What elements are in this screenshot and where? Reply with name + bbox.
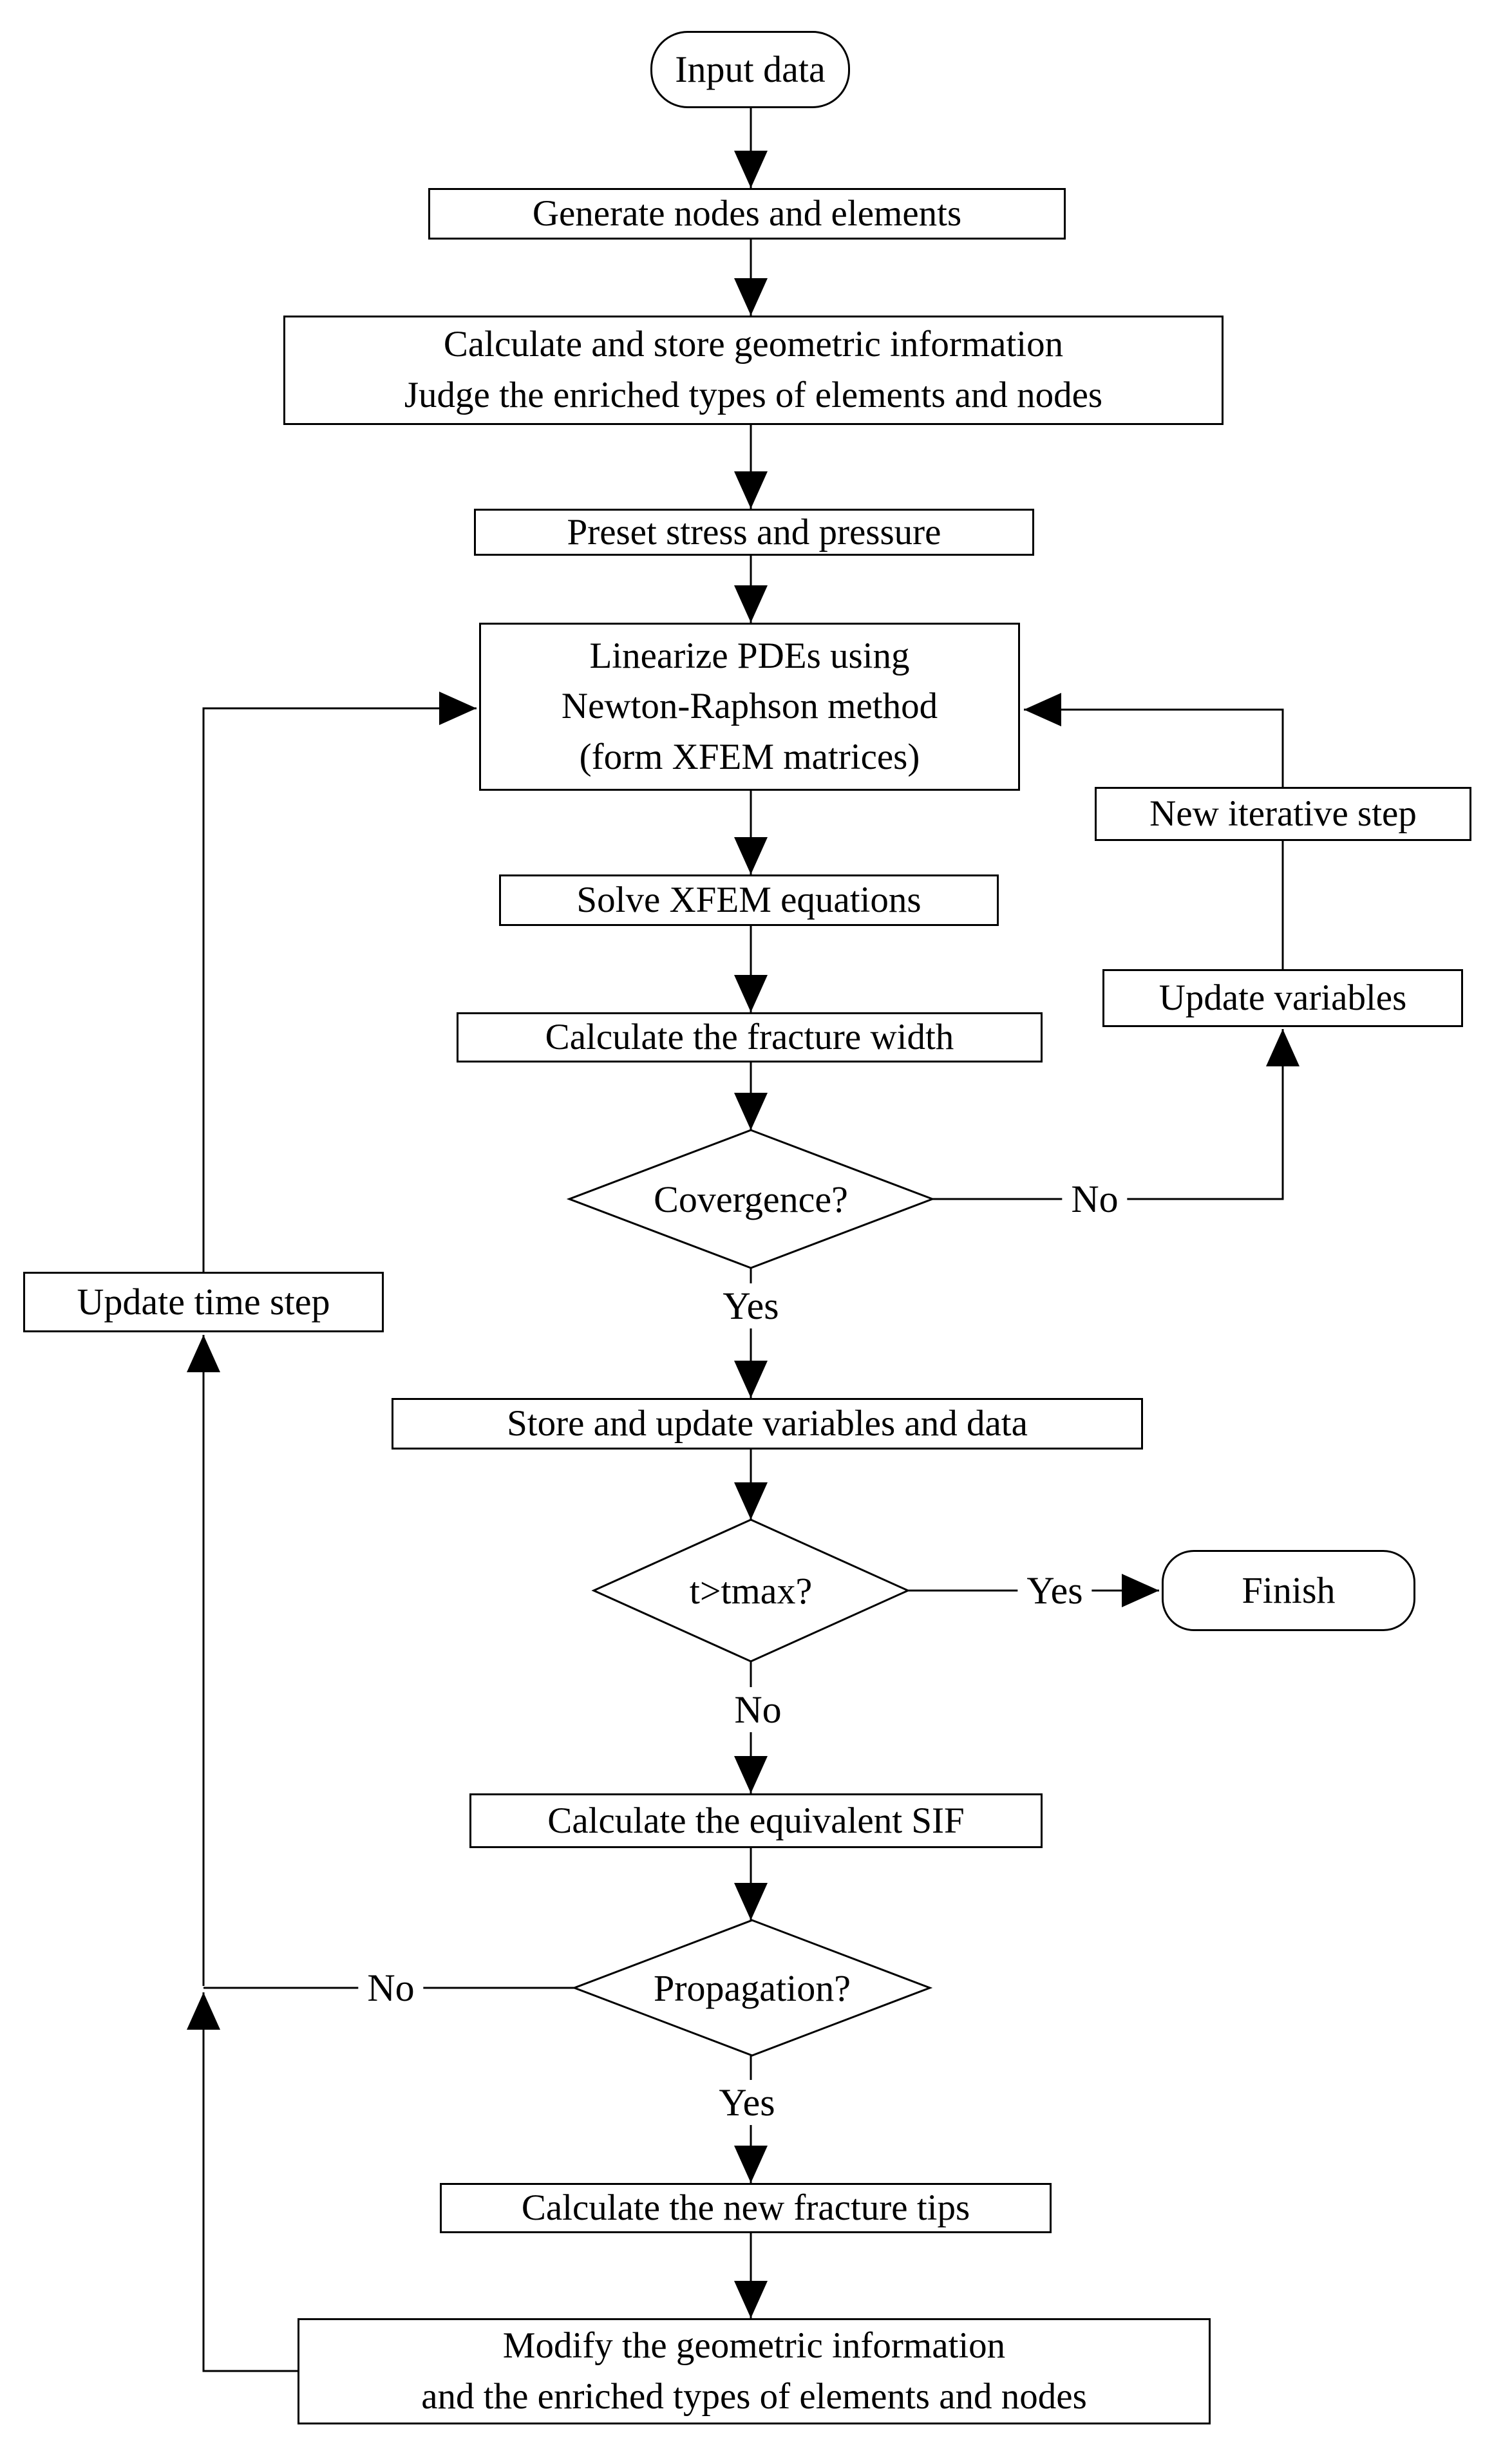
edge-convergence-no-updatevars xyxy=(932,1029,1299,1200)
node-modify-line2: and the enriched types of elements and n… xyxy=(421,2376,1087,2417)
decision-tmax-shape xyxy=(591,1518,911,1663)
node-calculate-equivalent-sif: Calculate the equivalent SIF xyxy=(469,1793,1043,1848)
node-linearize-line2: Newton-Raphson method xyxy=(561,686,938,727)
edge-newiter-linearize xyxy=(1024,693,1284,787)
node-calculate-fracture-width-label: Calculate the fracture width xyxy=(545,1017,954,1058)
tmax-yes-text: Yes xyxy=(1026,1569,1083,1612)
node-finish: Finish xyxy=(1162,1550,1415,1631)
edge-label-tmax-yes: Yes xyxy=(1017,1568,1092,1613)
node-finish-label: Finish xyxy=(1242,1569,1336,1611)
edge-label-convergence-yes: Yes xyxy=(713,1283,788,1328)
propagation-yes-text: Yes xyxy=(719,2081,775,2124)
decision-tmax-label: t>tmax? xyxy=(689,1569,813,1612)
decision-tmax: t>tmax? xyxy=(612,1567,890,1614)
node-update-variables-label: Update variables xyxy=(1158,978,1407,1019)
node-store-update-label: Store and update variables and data xyxy=(507,1403,1028,1444)
edge-modify-left xyxy=(187,1992,298,2372)
node-calculate-store-line2: Judge the enriched types of elements and… xyxy=(404,375,1103,415)
decision-propagation-label: Propagation? xyxy=(653,1967,851,2009)
node-calculate-store-geometric: Calculate and store geometric informatio… xyxy=(283,316,1224,425)
propagation-no-text: No xyxy=(367,1967,415,2009)
node-linearize-line3: (form XFEM matrices) xyxy=(579,736,920,777)
node-input-data-label: Input data xyxy=(675,48,826,90)
node-solve-label: Solve XFEM equations xyxy=(576,880,921,921)
node-input-data: Input data xyxy=(650,31,850,108)
decision-convergence-shape xyxy=(566,1129,936,1269)
node-calculate-tips-label: Calculate the new fracture tips xyxy=(521,2187,970,2229)
decision-convergence-label: Covergence? xyxy=(654,1178,848,1220)
edge-label-tmax-no: No xyxy=(725,1687,791,1732)
node-new-iterative-step: New iterative step xyxy=(1095,787,1471,841)
edge-updatetime-linearize xyxy=(202,692,477,1272)
node-new-iterative-step-label: New iterative step xyxy=(1149,793,1417,835)
node-calculate-sif-label: Calculate the equivalent SIF xyxy=(547,1800,965,1841)
node-calculate-fracture-width: Calculate the fracture width xyxy=(457,1012,1043,1063)
node-update-time-step: Update time step xyxy=(23,1272,384,1332)
node-generate-label: Generate nodes and elements xyxy=(532,193,962,234)
node-store-update-variables: Store and update variables and data xyxy=(392,1398,1143,1450)
convergence-no-text: No xyxy=(1071,1178,1119,1220)
node-update-variables: Update variables xyxy=(1102,969,1463,1027)
node-update-time-step-label: Update time step xyxy=(77,1280,330,1323)
node-generate-nodes-elements: Generate nodes and elements xyxy=(428,188,1066,240)
node-linearize-pdes: Linearize PDEs using Newton-Raphson meth… xyxy=(479,623,1020,791)
tmax-no-text: No xyxy=(734,1688,782,1731)
node-calculate-store-line1: Calculate and store geometric informatio… xyxy=(443,324,1064,365)
node-calculate-new-fracture-tips: Calculate the new fracture tips xyxy=(440,2183,1052,2233)
convergence-yes-text: Yes xyxy=(723,1285,779,1327)
decision-propagation-shape xyxy=(571,1919,933,2057)
edge-label-propagation-yes: Yes xyxy=(710,2080,784,2125)
edge-label-convergence-no: No xyxy=(1062,1176,1128,1222)
node-modify-line1: Modify the geometric information xyxy=(502,2325,1006,2366)
edge-label-propagation-no: No xyxy=(358,1965,424,2010)
node-linearize-line1: Linearize PDEs using xyxy=(589,635,910,676)
node-modify-geometric-information: Modify the geometric information and the… xyxy=(298,2318,1211,2424)
node-solve-xfem-equations: Solve XFEM equations xyxy=(499,874,999,926)
node-preset-stress-pressure: Preset stress and pressure xyxy=(474,509,1034,556)
decision-propagation: Propagation? xyxy=(612,1965,893,2011)
node-preset-label: Preset stress and pressure xyxy=(567,511,941,553)
decision-convergence: Covergence? xyxy=(612,1176,890,1222)
